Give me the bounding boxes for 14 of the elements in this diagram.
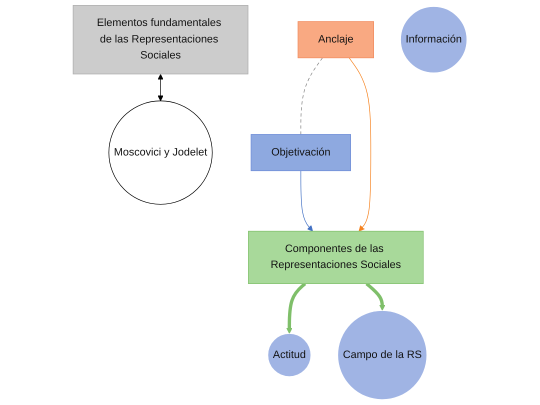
node-circle: Actitud	[268, 333, 312, 377]
arrow	[300, 170, 313, 232]
arrow	[365, 282, 386, 311]
node-circle: Información	[400, 6, 468, 74]
node-box: Anclaje	[298, 21, 374, 58]
node-box: Elementos fundamentales de las Representaciones Sociales	[72, 5, 248, 74]
arrow	[286, 282, 306, 334]
node-box: Objetivación	[250, 134, 351, 172]
arrow	[158, 74, 164, 102]
node-box: Componentes de las Representaciones Sociales	[248, 230, 424, 284]
connector	[300, 58, 323, 135]
node-circle: Moscovici y Jodelet	[108, 100, 213, 205]
arrow	[348, 58, 372, 232]
node-circle: Campo de la RS	[337, 310, 428, 400]
